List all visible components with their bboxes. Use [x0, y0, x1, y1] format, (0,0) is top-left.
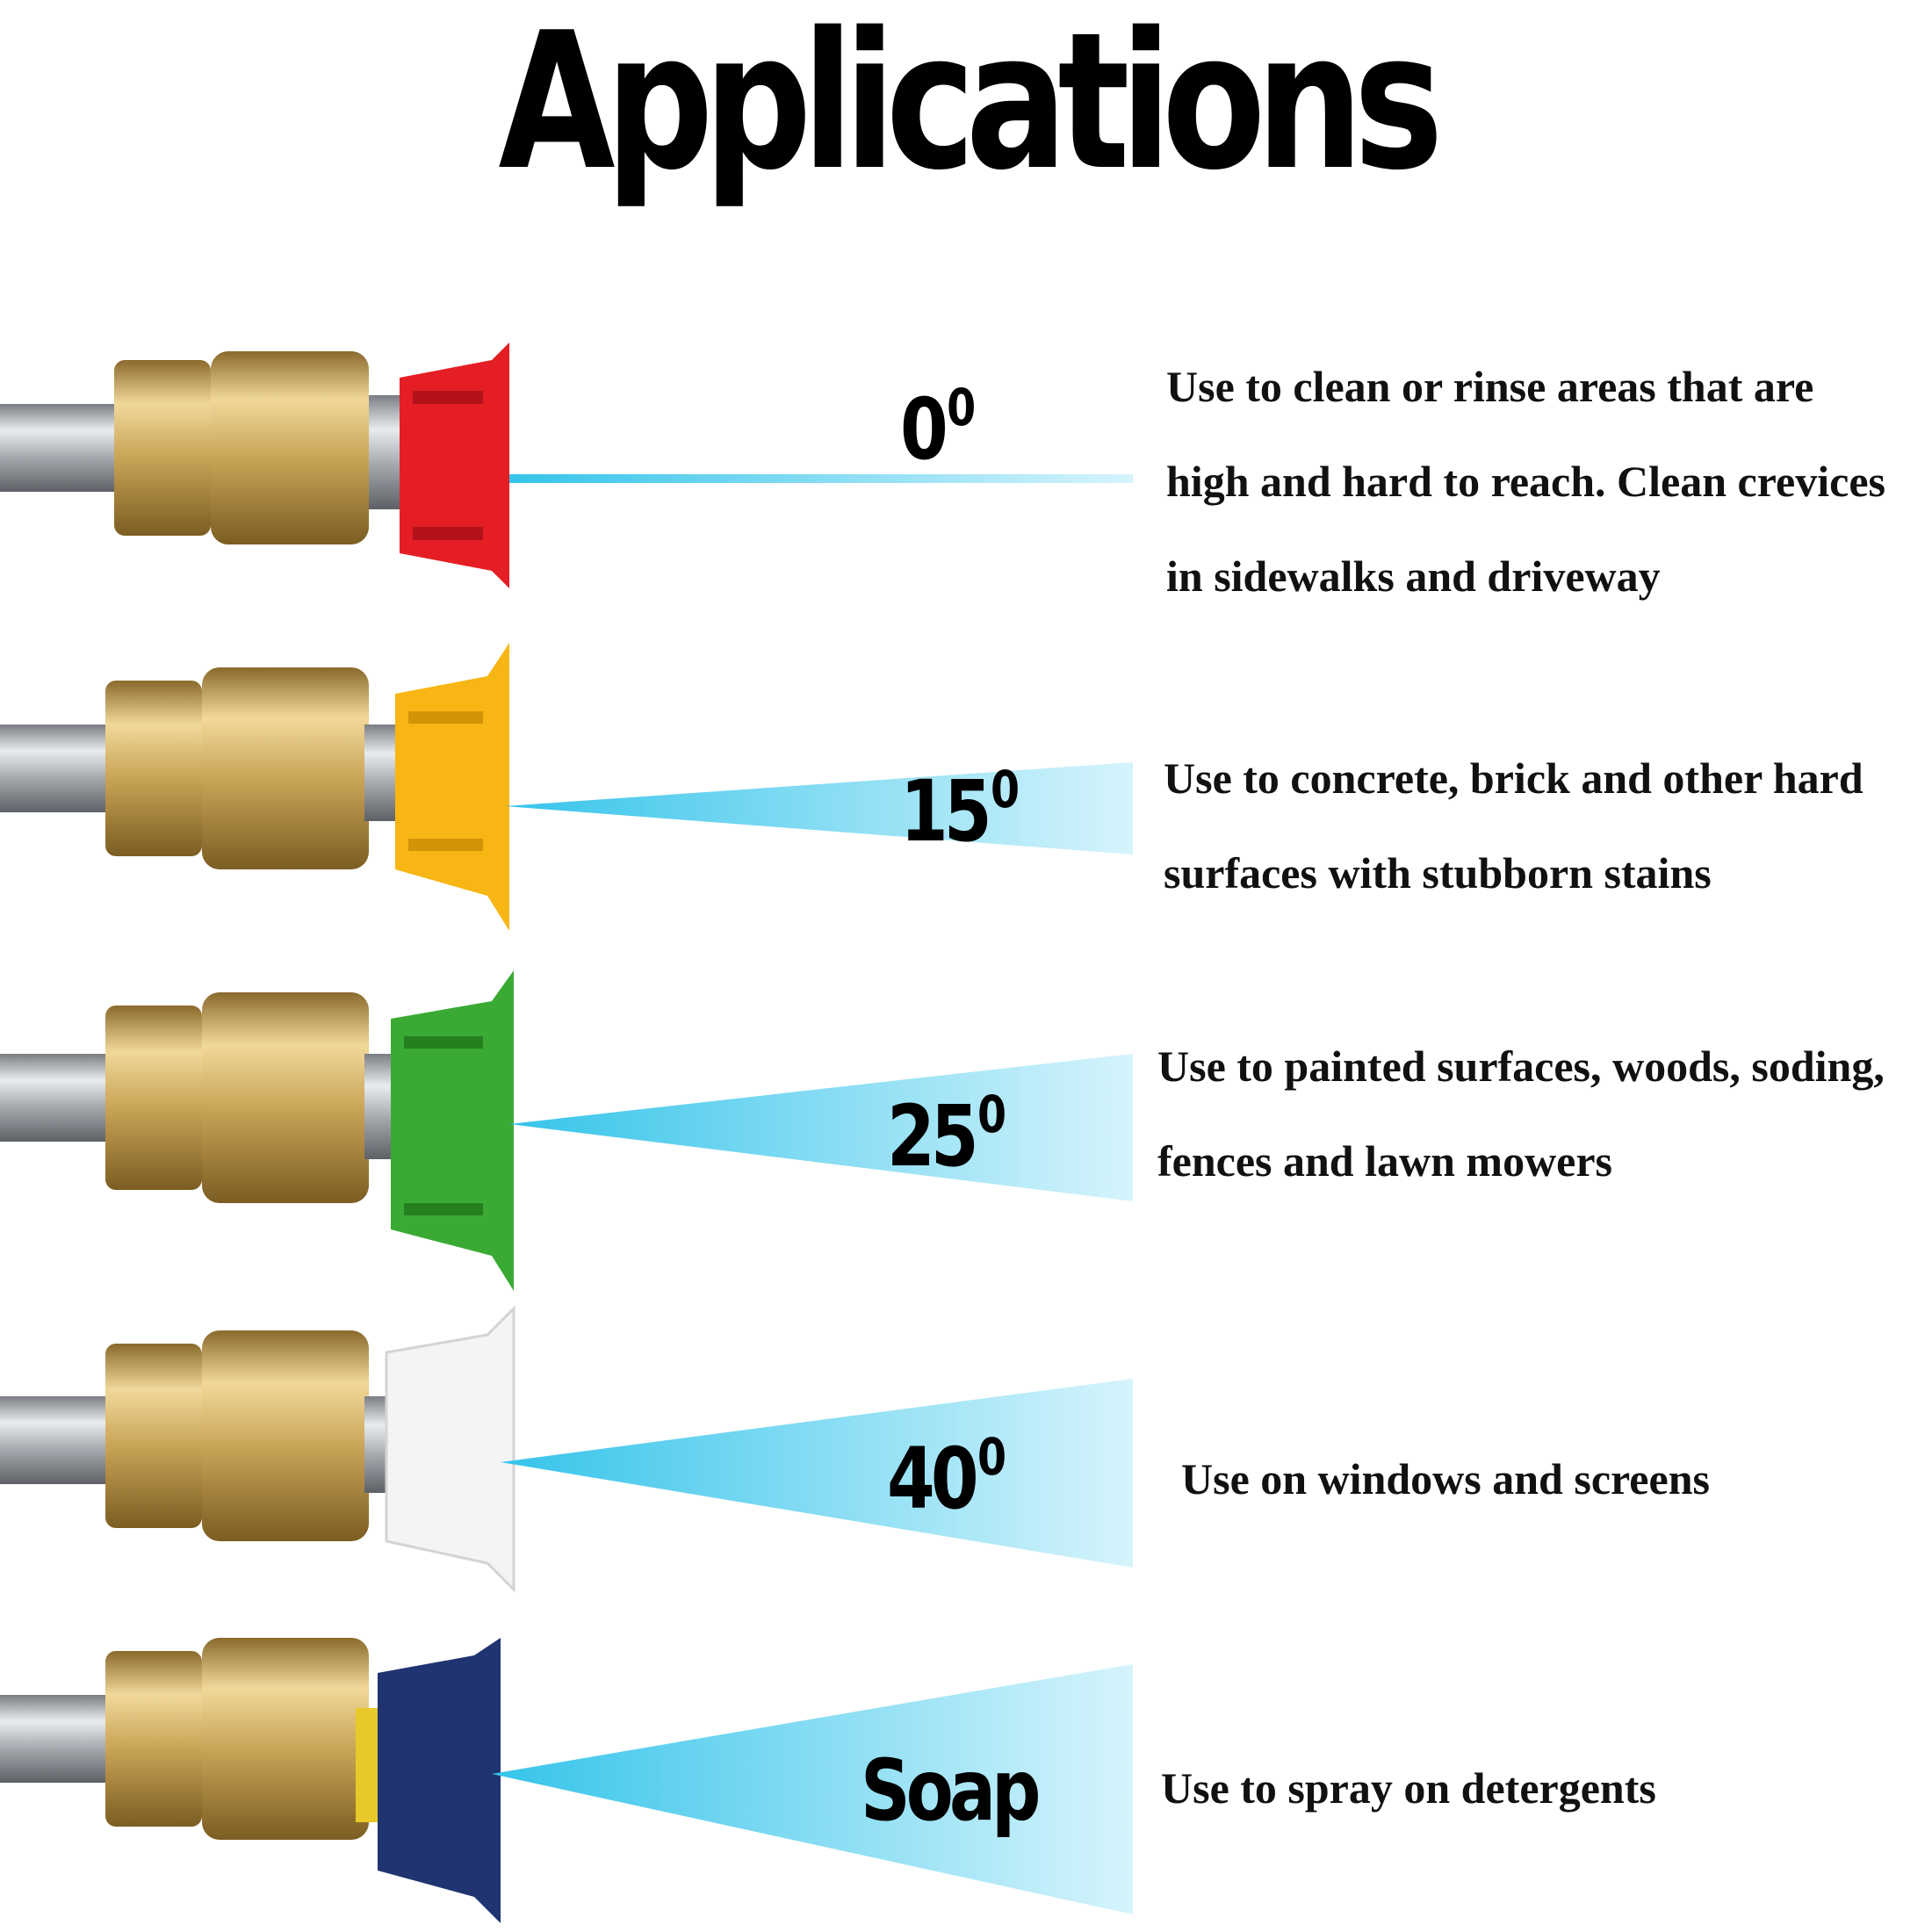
- green-nozzle-image: [0, 970, 1133, 1291]
- angle-label: 400: [887, 1427, 1006, 1528]
- nozzle-row-15: 150 Use to concrete, brick and other har…: [0, 641, 1932, 931]
- nozzle-row-0: 00 Use to clean or rinse areas that are …: [0, 325, 1932, 615]
- angle-label: 150: [900, 760, 1020, 861]
- description: Use to concrete, brick and other hard su…: [1164, 753, 1864, 898]
- page-title: Applications: [498, 0, 1443, 212]
- white-nozzle-image: [0, 1305, 1133, 1593]
- nozzle-row-25: 250 Use to painted surfaces, woods, sodi…: [0, 966, 1932, 1300]
- description: Use on windows and screens: [1181, 1454, 1710, 1503]
- angle-label: 00: [900, 378, 976, 479]
- nozzle-row-40: 400 Use on windows and screens: [0, 1305, 1932, 1593]
- angle-label: Soap: [861, 1741, 1041, 1840]
- description: Use to spray on detergents: [1161, 1763, 1656, 1813]
- nozzle-row-soap: Soap Use to spray on detergents: [0, 1633, 1932, 1923]
- red-nozzle-image: [0, 342, 1133, 588]
- angle-label: 250: [887, 1085, 1006, 1186]
- blue-soap-nozzle-image: [0, 1638, 1133, 1923]
- yellow-nozzle-image: [0, 643, 1133, 931]
- description: Use to painted surfaces, woods, soding, …: [1157, 1042, 1885, 1186]
- description: Use to clean or rinse areas that are hig…: [1166, 362, 1885, 601]
